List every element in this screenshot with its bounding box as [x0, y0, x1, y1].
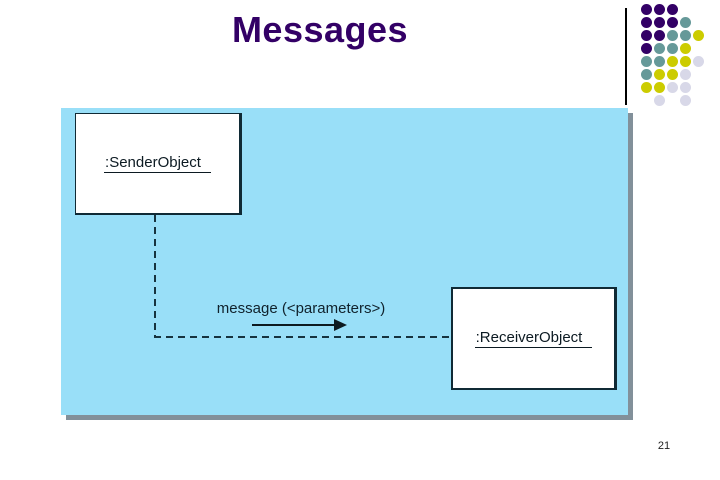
decoration-dot: [641, 69, 652, 80]
decoration-dot: [667, 4, 678, 15]
decoration-dot: [667, 17, 678, 28]
decoration-dot: [680, 43, 691, 54]
decoration-dot: [654, 56, 665, 67]
decoration-dot: [641, 4, 652, 15]
decoration-dot: [654, 4, 665, 15]
decoration-dot: [667, 69, 678, 80]
decoration-dot: [667, 82, 678, 93]
diagram-panel: :SenderObject message (<parameters>) :Re…: [61, 108, 628, 415]
decoration-dot: [680, 30, 691, 41]
decoration-dot: [680, 56, 691, 67]
sender-object-box: :SenderObject: [75, 113, 242, 215]
decoration-dot: [693, 56, 704, 67]
decoration-dot: [654, 82, 665, 93]
decoration-dot: [667, 30, 678, 41]
decoration-dot: [654, 30, 665, 41]
sender-object-label: :SenderObject: [104, 154, 211, 173]
decoration-dot: [641, 30, 652, 41]
arrow-shaft: [252, 324, 334, 326]
decoration-dot: [654, 69, 665, 80]
receiver-object-label: :ReceiverObject: [474, 329, 593, 348]
decoration-dot: [667, 56, 678, 67]
receiver-object-box: :ReceiverObject: [451, 287, 617, 390]
decoration-dot: [680, 95, 691, 106]
slide-title: Messages: [231, 9, 409, 50]
page-number: 21: [657, 440, 671, 452]
message-label: message (<parameters>): [216, 300, 386, 317]
decoration-dot: [641, 43, 652, 54]
message-dashed-horizontal-line: [154, 336, 451, 338]
decoration-dot: [680, 82, 691, 93]
message-direction-arrow: [252, 319, 347, 332]
decoration-dot: [667, 43, 678, 54]
decoration-dot: [654, 95, 665, 106]
arrow-head-icon: [334, 319, 347, 331]
decoration-dot: [693, 30, 704, 41]
dot-grid-decoration: [641, 4, 707, 109]
decoration-dot: [641, 17, 652, 28]
decoration-dot: [654, 17, 665, 28]
decoration-dot: [654, 43, 665, 54]
sender-lifeline-dashed-vertical: [154, 215, 156, 336]
decoration-dot: [641, 82, 652, 93]
decoration-dot: [680, 69, 691, 80]
decoration-dot: [641, 56, 652, 67]
decoration-dot: [680, 17, 691, 28]
vertical-accent-line: [625, 8, 627, 105]
